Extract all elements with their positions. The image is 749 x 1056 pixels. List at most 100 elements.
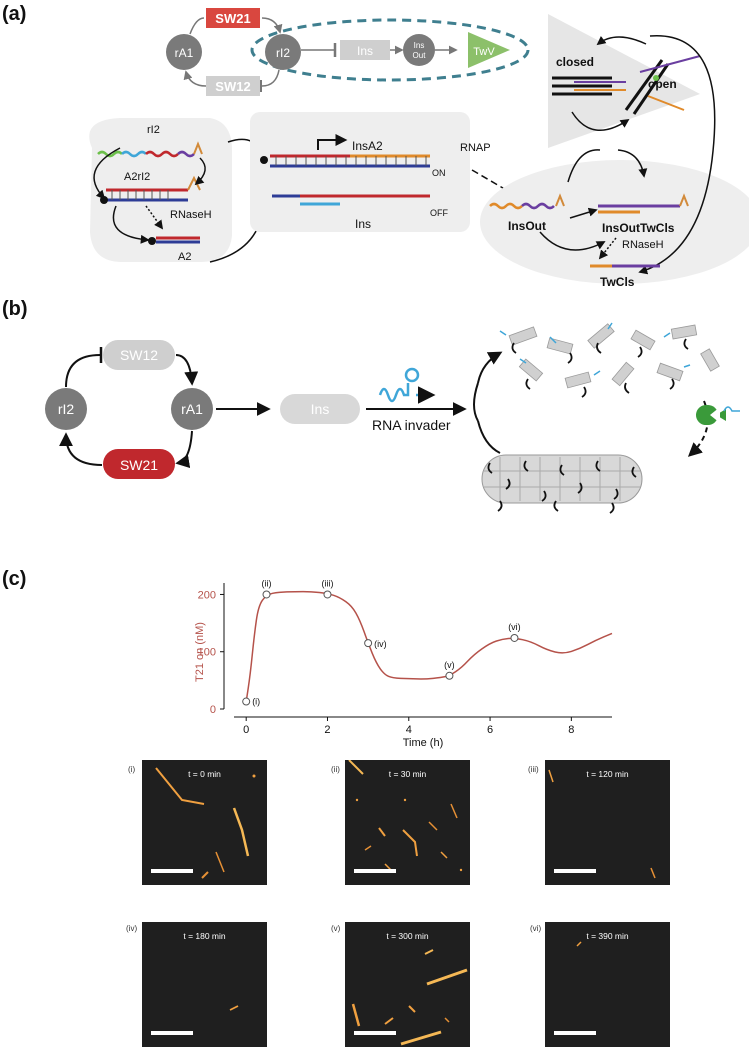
closed-label: closed <box>556 55 594 69</box>
micrograph-time-iv: t = 180 min <box>183 931 226 941</box>
t21-series-line <box>245 590 613 702</box>
annotation-label: (ii) <box>262 578 272 588</box>
annotation-point <box>262 590 271 599</box>
scale-bar-i <box>151 869 193 873</box>
sw12-block-a <box>206 76 260 96</box>
sw21-label-b: SW21 <box>120 457 158 473</box>
y-axis-label: T21 on (nM) <box>194 622 206 682</box>
panel-c-label: (c) <box>2 568 26 590</box>
micrograph-time-v: t = 300 min <box>386 931 429 941</box>
micrograph-v: t = 300 min <box>345 922 470 1047</box>
twv-label: TwV <box>473 46 495 58</box>
on-label: ON <box>432 168 446 178</box>
a2ri2-label: A2rI2 <box>124 171 150 183</box>
y-tick-label: 200 <box>198 589 216 601</box>
rna-invader-strand <box>378 383 410 403</box>
x-tick-label: 8 <box>568 724 574 736</box>
ins-label-a: Ins <box>357 44 373 58</box>
micrograph-label-iii: (iii) <box>528 765 539 774</box>
micrograph-label-vi: (vi) <box>530 924 542 933</box>
insout-top-label: Ins <box>414 41 425 50</box>
y-tick-label: 0 <box>210 704 216 716</box>
insouttwcls-label: InsOutTwCls <box>602 221 675 235</box>
sw21-block-b <box>103 449 175 479</box>
annotation-point <box>242 697 251 706</box>
twv-triangle <box>468 32 510 68</box>
ra1-node-b <box>171 388 213 430</box>
x-tick-label: 2 <box>324 724 330 736</box>
annotation-label: (v) <box>444 660 455 670</box>
micrograph-vi: t = 390 min <box>545 922 670 1047</box>
micrograph-time-iii: t = 120 min <box>586 769 629 779</box>
micrograph-fibers-v <box>351 949 468 1046</box>
y-tick-label: 100 <box>198 647 216 659</box>
center-ins-label: Ins <box>355 217 371 231</box>
scale-bar-iii <box>554 869 596 873</box>
insout-bottom-label: Out <box>413 51 427 60</box>
ra1-label-b: rA1 <box>181 401 203 417</box>
x-tick-label: 6 <box>487 724 493 736</box>
micrograph-label-i: (i) <box>128 765 136 774</box>
sw21-label-a: SW21 <box>215 11 250 26</box>
ins-block-a <box>340 40 390 60</box>
micrograph-fibers-ii <box>348 760 463 872</box>
x-tick-label: 4 <box>406 724 412 736</box>
rna-invader-label: RNA invader <box>372 417 451 433</box>
micrograph-label-iv: (iv) <box>126 924 138 933</box>
ri2-node-a <box>265 34 301 70</box>
ra1-node-a <box>166 34 202 70</box>
scale-bar-iv <box>151 1031 193 1035</box>
panel-b-label: (b) <box>2 298 28 320</box>
annotation-label: (iii) <box>321 578 333 588</box>
micrograph-fibers-vi <box>576 941 582 947</box>
annotation-point <box>364 639 373 648</box>
ra1-label-a: rA1 <box>175 46 194 60</box>
rnap-label: RNAP <box>460 142 491 154</box>
ri2-label-a: rI2 <box>276 46 290 60</box>
panel-a-label: (a) <box>2 3 26 25</box>
insout-label: InsOut <box>508 219 546 233</box>
micrograph-iv: t = 180 min <box>142 922 267 1047</box>
micrograph-iii: t = 120 min <box>545 760 670 885</box>
sw12-block-b <box>103 340 175 370</box>
micrograph-time-ii: t = 30 min <box>388 769 427 779</box>
dashed-ellipse <box>250 18 530 82</box>
ri2-label-b: rI2 <box>58 401 75 417</box>
annotation-point <box>323 590 332 599</box>
micrograph-fibers-iv <box>229 1005 239 1011</box>
twcls-label: TwCls <box>600 275 635 289</box>
ri2-node-b <box>45 388 87 430</box>
ins-label-b: Ins <box>311 401 330 417</box>
annotation-label: (iv) <box>374 639 387 649</box>
micrograph-ii: t = 30 min <box>345 760 470 885</box>
a2-label: A2 <box>178 251 191 263</box>
right-rnaseh-label: RNaseH <box>622 239 664 251</box>
off-label: OFF <box>430 208 448 218</box>
scale-bar-v <box>354 1031 396 1035</box>
panel-c-chart: (c) T21 on (nM) Time (h) 0 2 4 6 8 0 100 200 (i… <box>2 568 613 749</box>
left-rnaseh-label: RNaseH <box>170 209 212 221</box>
left-ri2-label: rI2 <box>147 124 160 136</box>
x-axis-label: Time (h) <box>403 737 444 749</box>
insa2-label: InsA2 <box>352 139 383 153</box>
micrograph-label-ii: (ii) <box>331 765 340 774</box>
micrograph-fibers-iii <box>548 769 656 879</box>
sw21-block-a <box>206 8 260 28</box>
sw12-label-b: SW12 <box>120 347 158 363</box>
dispersed-tiles <box>508 323 720 389</box>
scale-bar-ii <box>354 869 396 873</box>
insout-node-a <box>403 34 435 66</box>
annotation-label: (vi) <box>508 622 521 632</box>
x-tick-label: 0 <box>243 724 249 736</box>
right-bubble <box>480 160 749 284</box>
annotation-label: (i) <box>252 697 260 707</box>
micrograph-i: t = 0 min <box>142 760 267 885</box>
micrograph-label-v: (v) <box>331 924 341 933</box>
micrograph-time-vi: t = 390 min <box>586 931 629 941</box>
scale-bar-vi <box>554 1031 596 1035</box>
center-gene-box <box>250 112 470 232</box>
annotation-point <box>510 633 519 642</box>
annotation-point <box>445 671 454 680</box>
ins-block-b <box>280 394 360 424</box>
